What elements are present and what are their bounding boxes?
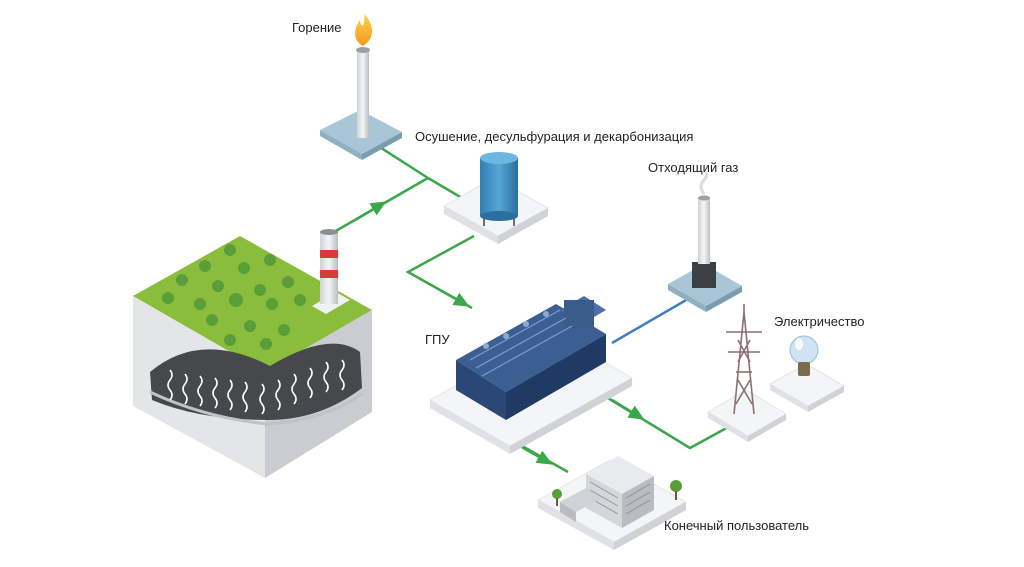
label-electricity: Электричество <box>774 314 865 329</box>
building-icon <box>560 456 654 528</box>
gpu-unit <box>428 296 634 454</box>
exhaust-unit <box>668 171 742 312</box>
label-gpu: ГПУ <box>425 332 450 347</box>
label-combustion: Горение <box>292 20 342 35</box>
flame-icon <box>355 14 373 46</box>
tree-icon <box>552 480 682 506</box>
flow-lines <box>333 144 733 474</box>
label-treatment: Осушение, десульфурация и декарбонизация <box>415 129 694 144</box>
pylon-icon <box>726 304 762 415</box>
engine-icon <box>456 296 606 420</box>
line-junction-to-treatment <box>427 176 463 200</box>
landfill-block <box>133 229 372 478</box>
arrow-landfill-up <box>354 201 387 222</box>
end-user-unit <box>536 456 688 550</box>
label-exhaust: Отходящий газ <box>648 160 739 175</box>
gas-waves <box>167 359 345 415</box>
arrow-to-electricity <box>611 398 645 420</box>
line-gpu-to-exhaust <box>611 290 701 345</box>
treatment-unit <box>442 152 550 244</box>
lightbulb-unit <box>768 335 846 412</box>
arrow-to-user <box>519 444 553 465</box>
label-end-user: Конечный пользователь <box>664 518 810 533</box>
landfill-cavity <box>150 343 362 420</box>
lightbulb-icon <box>789 335 819 376</box>
stack-icon <box>692 171 716 288</box>
tank-icon <box>480 152 518 226</box>
landfill-chimney-icon <box>312 229 350 314</box>
tree-icon <box>162 244 306 350</box>
line-flare-to-junction <box>377 144 429 180</box>
flare-unit <box>320 14 402 160</box>
electricity-unit <box>707 304 787 442</box>
arrow-to-gpu <box>439 288 470 307</box>
line-treatment-to-gpu <box>405 234 475 310</box>
